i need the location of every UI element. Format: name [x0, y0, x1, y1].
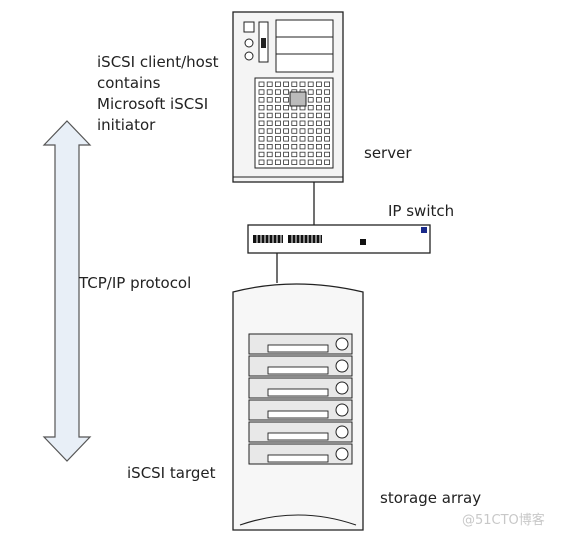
switch-label: IP switch — [388, 202, 455, 220]
client-label-line1: iSCSI client/host — [97, 53, 219, 71]
storage-array-icon — [232, 283, 364, 531]
target-label: iSCSI target — [127, 464, 216, 482]
server-label: server — [364, 144, 412, 162]
storage-label: storage array — [380, 489, 482, 507]
client-label-line4: initiator — [97, 116, 156, 134]
server-icon — [232, 11, 344, 183]
client-label-line2: contains — [97, 74, 161, 92]
protocol-label: TCP/IP protocol — [79, 274, 192, 292]
watermark: @51CTO博客 — [462, 513, 545, 528]
client-label-line3: Microsoft iSCSI — [97, 95, 209, 113]
bidirectional-arrow — [42, 120, 92, 462]
switch-icon — [247, 224, 431, 254]
